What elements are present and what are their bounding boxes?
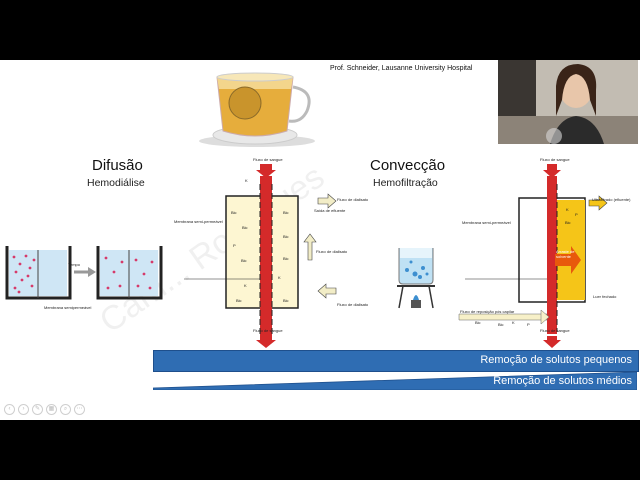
solute-label: K (244, 283, 247, 288)
semipermeable-membrane-label: Membrana semipermeável (44, 305, 91, 310)
time-label: Tempo (68, 262, 80, 267)
convection-title: Convecção (370, 157, 445, 174)
presenter-video (498, 60, 638, 144)
hf-solute-label: P (575, 212, 578, 217)
next-icon[interactable]: › (18, 404, 29, 415)
slide: Cam... Rodrigues Prof. Schneider, Lausan… (0, 60, 640, 420)
tea-cup-image (197, 65, 323, 147)
hemofiltration-diagram (455, 154, 640, 350)
membrane-label: Membrana semi-permeável (174, 219, 223, 224)
solute-label: Bic (283, 298, 289, 303)
solute-label: Bic (236, 298, 242, 303)
dialysate-in-label: Fluxo de dialisato (337, 302, 368, 307)
diffusion-beakers (4, 242, 164, 302)
ultrafiltrate-label: Ultrafiltrado (efluente) (592, 197, 630, 202)
more-icon[interactable]: ⋯ (74, 404, 85, 415)
prev-icon[interactable]: ‹ (4, 404, 15, 415)
credit-text: Prof. Schneider, Lausanne University Hos… (330, 65, 472, 72)
effluent-label: Saída de efluente (314, 208, 345, 213)
hf-blood-out-label: Fluxo de sangue (540, 328, 570, 333)
hf-solute-label: P (527, 322, 530, 327)
solute-label: Bic (231, 210, 237, 215)
slide-nav: ‹ › ✎ ▦ ⌕ ⋯ (4, 404, 85, 415)
solute-label: K (278, 275, 281, 280)
grid-icon[interactable]: ▦ (46, 404, 57, 415)
hf-solute-label: Bic (565, 220, 571, 225)
boiling-beaker-image (393, 244, 439, 312)
replacement-flow-label: Fluxo de reposição pós capilar (460, 309, 514, 314)
solute-label: Bic (283, 234, 289, 239)
hf-membrane-label: Membrana semi-permeável (462, 220, 511, 225)
dialysate-out-label: Fluxo de dialisato (337, 197, 368, 202)
hf-solute-label: K (566, 207, 569, 212)
hf-solute-label: K (512, 320, 515, 325)
dialysate-flow-label: Fluxo de dialisato (316, 249, 347, 254)
solute-label: Bic (283, 210, 289, 215)
hf-solute-label: Bic (498, 322, 504, 327)
solute-label: Bic (241, 258, 247, 263)
hemodialysis-subtitle: Hemodiálise (87, 177, 145, 189)
hf-blood-in-label: Fluxo de sangue (540, 157, 570, 162)
solute-label: Bic (283, 256, 289, 261)
blood-out-label: Fluxo de sangue (253, 328, 283, 333)
pen-icon[interactable]: ✎ (32, 404, 43, 415)
hemofiltration-subtitle: Hemofiltração (373, 177, 438, 189)
solute-label: Bic (242, 225, 248, 230)
solute-label: P (233, 243, 236, 248)
middle-solutes-bar-label: Remoção de solutos médios (380, 375, 632, 387)
small-solutes-bar-label: Remoção de solutos pequenos (380, 354, 632, 366)
luer-closed-label: Luer fechado (593, 294, 616, 299)
hf-solute-label: Bic (475, 320, 481, 325)
diffusion-title: Difusão (92, 157, 143, 174)
blood-in-label: Fluxo de sangue (253, 157, 283, 162)
solute-label: K (245, 178, 248, 183)
zoom-icon[interactable]: ⌕ (60, 404, 71, 415)
solvent-drag-label: Arraste de solvente (556, 249, 578, 259)
